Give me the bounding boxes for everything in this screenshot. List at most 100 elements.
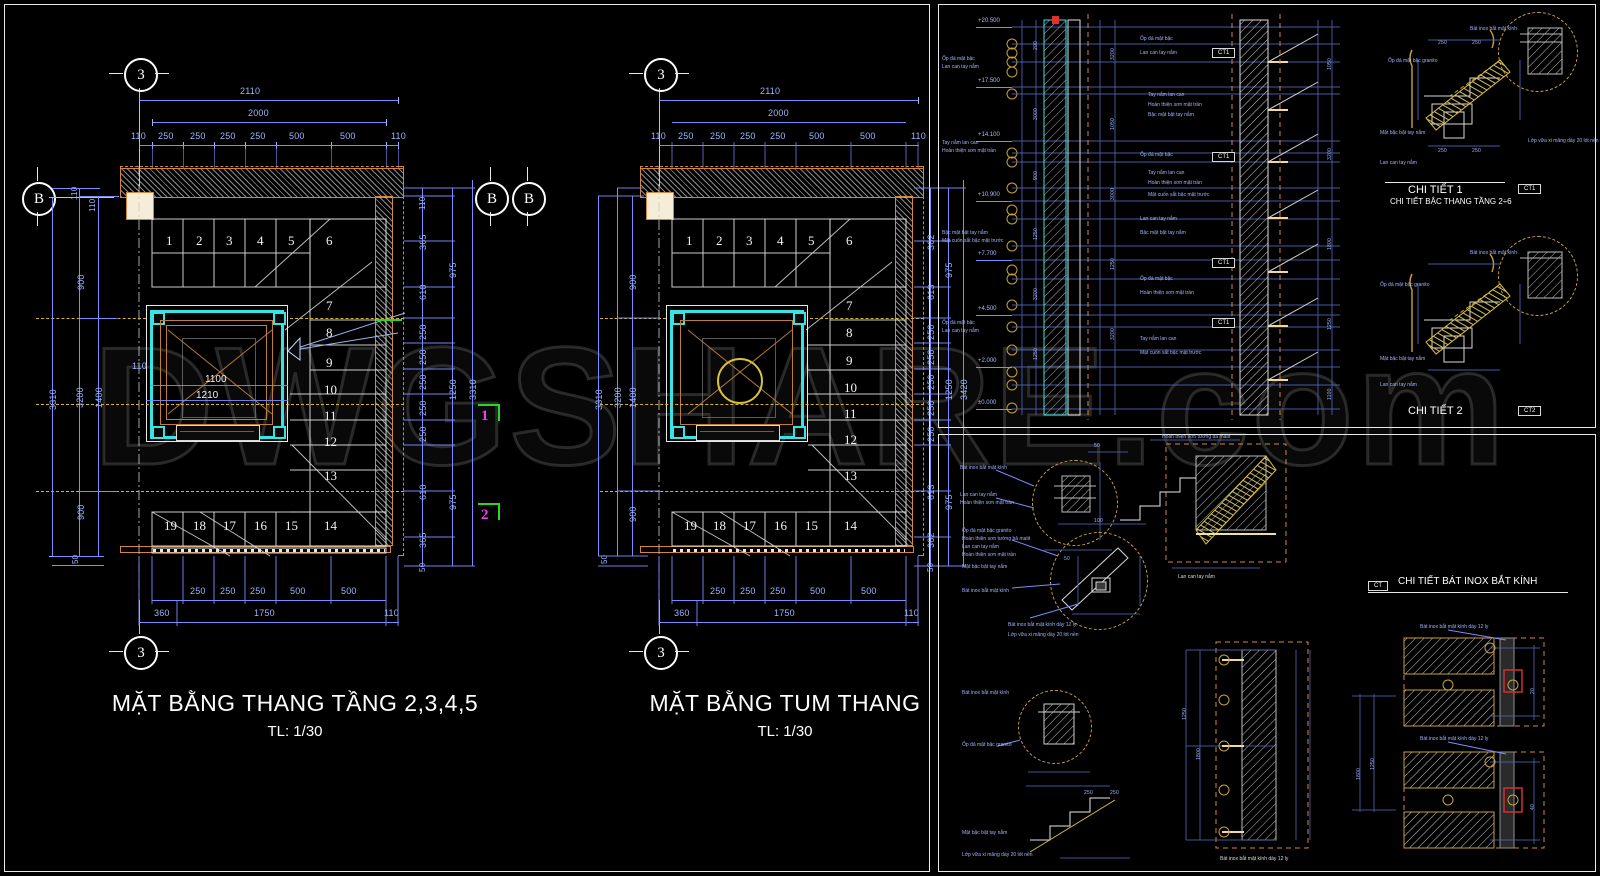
dim-left-inner: 3200 (75, 387, 85, 408)
detail-dim: 1250 (1370, 758, 1376, 770)
step-number: 5 (808, 233, 815, 248)
step-number: 9 (846, 353, 853, 368)
detail-dim: 20 (1530, 688, 1536, 694)
grid-bubble-B-left[interactable]: B (22, 182, 56, 216)
grid-bubble-3-bottom-b[interactable]: 3 (644, 636, 678, 670)
step-number: 6 (326, 233, 333, 248)
dim-bot-1750-b: 1750 (774, 608, 795, 618)
dim-right-250b-b: 250 (926, 349, 936, 365)
dim-right-250b: 250 (418, 349, 428, 365)
dim-right-975b: 975 (448, 494, 458, 510)
detail-note: Lan can tay nắm (1380, 160, 1417, 166)
ct-tag-detail-2: CT2 (1518, 406, 1542, 416)
detail-note: Bát inox bắt mặt kính (960, 465, 1007, 471)
detail-dim: 250 (1110, 790, 1119, 796)
dim-left-overall: 3310 (48, 389, 58, 410)
section-mark-1[interactable]: 1 (481, 408, 489, 424)
dim-right-overall: 3310 (468, 379, 478, 400)
detail-dim: 40 (1530, 804, 1536, 810)
section-note: Tay nắm lan can (942, 140, 979, 146)
step-number: 8 (846, 325, 853, 340)
section-note: Hoàn thiện sơn mặt trần (1140, 290, 1194, 296)
panel-stair-section (938, 4, 1596, 428)
dim-bot-chain-3: 500 (290, 586, 306, 596)
step-number: 6 (846, 233, 853, 248)
step-number: 17 (743, 518, 756, 533)
section-note: Hoàn thiện sơn mặt trần (1148, 102, 1202, 108)
dim-bot-360-b: 360 (674, 608, 690, 618)
detail-dim: 1800 (1356, 768, 1362, 780)
dim-bot-chain-b3: 500 (810, 586, 826, 596)
ct-tag: CT1 (1212, 318, 1236, 328)
dim-top-chain-4: 250 (250, 131, 266, 141)
detail-note: Ốp đá mặt bậc granito (1388, 58, 1438, 64)
dim-top-chain-6: 500 (340, 131, 356, 141)
dim-top-chain-b1: 250 (678, 131, 694, 141)
step-number: 7 (326, 298, 333, 313)
step-number: 3 (226, 233, 233, 248)
grid-bubble-B-right[interactable]: B (475, 182, 509, 216)
dim-left-900-upper-b: 900 (628, 274, 638, 290)
step-number: 2 (716, 233, 723, 248)
dim-right-610a: 610 (418, 284, 428, 300)
ct-tag: CT1 (1212, 152, 1236, 162)
grid-bubble-3-bottom[interactable]: 3 (124, 636, 158, 670)
grid-bubble-B-right-outer[interactable]: B (512, 182, 546, 216)
detail-note: Bát inox bắt mặt kính dày 12 ly (1420, 736, 1489, 742)
sec-dim: 1250 (1033, 348, 1039, 360)
step-number: 16 (774, 518, 787, 533)
level-mark: +2.000 (978, 358, 997, 364)
dim-bot-chain-b4: 500 (861, 586, 877, 596)
dim-shaft-110: 110 (132, 361, 147, 371)
dim-right-250c-b: 250 (926, 374, 936, 390)
shaft-dim-1210: 1210 (196, 390, 219, 401)
step-number: 8 (326, 325, 333, 340)
dim-top-chain-b0: 110 (651, 131, 666, 141)
sec-dim: 3200 (1110, 48, 1116, 60)
section-note: Ốp đá mặt bậc (942, 56, 975, 62)
dim-right-613b: 613 (926, 484, 936, 500)
sec-dim: 900 (1033, 171, 1039, 180)
dim-bot-chain-4: 500 (341, 586, 357, 596)
grid-bubble-3-top[interactable]: 3 (124, 58, 158, 92)
sec-dim: 1050 (1110, 118, 1116, 130)
detail-note: Lan can tay nắm (960, 492, 997, 498)
sec-dim: 1250 (1033, 228, 1039, 240)
dim-top-chain-b7: 110 (911, 131, 926, 141)
detail-note: Bát inox bắt mặt kính dày 12 ly (1220, 856, 1289, 862)
section-note: Bậc mặt bật tay nắm (942, 230, 988, 236)
detail-note: Mặt bậc bật tay nắm (1380, 356, 1426, 362)
shaft-outline-b (666, 305, 808, 442)
sec-dim: 200 (1033, 41, 1039, 50)
grid-bubble-3-top-b[interactable]: 3 (644, 58, 678, 92)
dim-left-900-lower-b: 900 (628, 506, 638, 522)
dim-top-chain-0: 110 (131, 131, 146, 141)
detail-callout-circle-2 (1498, 236, 1578, 316)
floor-finish-band-b (673, 549, 905, 552)
detail-dim: 250 (1472, 40, 1481, 46)
detail-dim: 100 (1094, 518, 1103, 524)
dim-left-overall-b: 3310 (594, 389, 604, 410)
detail-note: Hoàn thiện sơn tường bả matit (962, 536, 1031, 542)
level-mark: +17.500 (978, 78, 1000, 84)
dim-left-900-lower: 900 (76, 504, 86, 520)
section-note: Mặt cuốn sắt bậc mặt trước (1140, 350, 1202, 356)
dim-right-975a: 975 (448, 262, 458, 278)
level-mark: +4.500 (978, 306, 997, 312)
dim-bot-110: 110 (384, 608, 399, 618)
dim-right-1250: 1250 (448, 379, 458, 400)
step-number: 16 (254, 518, 267, 533)
sec-dim: 3200 (1327, 148, 1333, 160)
dim-right-250d: 250 (418, 400, 428, 416)
level-mark: +10.900 (978, 192, 1000, 198)
section-mark-2[interactable]: 2 (481, 507, 489, 523)
dim-top-chain-3: 250 (220, 131, 236, 141)
plan-right-scale: TL: 1/30 (757, 723, 813, 740)
step-number: 2 (196, 233, 203, 248)
detail-note: Ốp đá mặt bậc granito (1380, 282, 1430, 288)
dim-right-250c: 250 (418, 374, 428, 390)
ct-tag: CT1 (1212, 258, 1236, 268)
column-pad-b (646, 192, 674, 220)
section-note: Lan can tay nắm (942, 64, 979, 70)
